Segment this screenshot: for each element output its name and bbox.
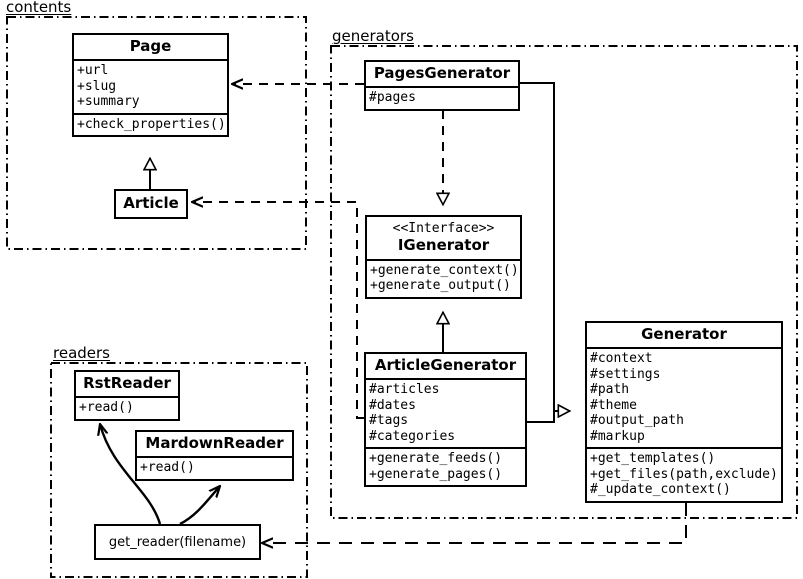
- class-methods-generator: +get_templates() +get_files(path,exclude…: [587, 447, 781, 501]
- method-generate-output: +generate_output(): [370, 278, 511, 294]
- class-name-article-generator: ArticleGenerator: [374, 356, 517, 374]
- class-name-igenerator: IGenerator: [397, 235, 490, 254]
- class-methods-page: +check_properties(): [74, 112, 227, 136]
- class-name-rst-reader: RstReader: [83, 374, 171, 392]
- class-box-page[interactable]: Page +url +slug +summary +check_properti…: [72, 33, 229, 138]
- relationship-generator-depends-get-reader: [262, 503, 687, 543]
- class-attributes-article-generator: #articles #dates #tags #categories: [366, 378, 525, 447]
- attribute-markup: #markup: [590, 428, 645, 444]
- attribute-dates: #dates: [369, 397, 416, 413]
- package-label-generators: generators: [330, 27, 416, 45]
- class-stereotype-igenerator: <<Interface>>: [392, 221, 495, 236]
- class-name-generator: Generator: [641, 325, 727, 343]
- attribute-summary: +summary: [77, 94, 140, 110]
- method-read-rst: +read(): [79, 400, 134, 416]
- function-name-get-reader: get_reader(filename): [108, 534, 247, 550]
- class-attributes-generator: #context #settings #path #theme #output_…: [587, 347, 781, 447]
- method-generate-context: +generate_context(): [370, 262, 519, 278]
- relationship-articlegenerator-depends-article: [192, 202, 364, 419]
- class-box-article[interactable]: Article: [114, 189, 188, 220]
- attribute-url: +url: [77, 63, 109, 79]
- attribute-tags: #tags: [369, 413, 409, 429]
- class-attributes-pages-generator: #pages: [366, 86, 518, 109]
- method-generate-feeds: +generate_feeds(): [369, 451, 503, 467]
- class-header-igenerator: <<Interface>> IGenerator: [367, 217, 520, 259]
- class-methods-mardown-reader: +read(): [137, 456, 292, 479]
- attribute-path: #path: [590, 382, 630, 398]
- class-name-mardown-reader: MardownReader: [145, 434, 284, 452]
- class-box-generator[interactable]: Generator #context #settings #path #them…: [585, 321, 783, 503]
- class-box-rst-reader[interactable]: RstReader +read(): [74, 370, 180, 421]
- class-box-igenerator[interactable]: <<Interface>> IGenerator +generate_conte…: [365, 215, 522, 299]
- attribute-pages: #pages: [369, 90, 416, 106]
- class-name-article: Article: [123, 194, 179, 212]
- attribute-theme: #theme: [590, 397, 637, 413]
- class-methods-igenerator: +generate_context() +generate_output(): [367, 258, 520, 297]
- function-box-get-reader[interactable]: get_reader(filename): [94, 524, 261, 560]
- method-read-markdown: +read(): [140, 460, 195, 476]
- attribute-context: #context: [590, 351, 653, 367]
- class-box-pages-generator[interactable]: PagesGenerator #pages: [364, 60, 520, 111]
- method-get-files: +get_files(path,exclude): [590, 466, 778, 482]
- method-check-properties: +check_properties(): [77, 116, 226, 132]
- class-methods-rst-reader: +read(): [76, 396, 178, 419]
- method-generate-pages: +generate_pages(): [369, 466, 503, 482]
- attribute-slug: +slug: [77, 78, 117, 94]
- attribute-output-path: #output_path: [590, 413, 684, 429]
- relationship-pagesgenerator-inherits-generator: [520, 82, 570, 411]
- class-methods-article-generator: +generate_feeds() +generate_pages(): [366, 447, 525, 485]
- method-update-context: #_update_context(): [590, 482, 731, 498]
- class-box-article-generator[interactable]: ArticleGenerator #articles #dates #tags …: [364, 352, 527, 488]
- relationship-get-reader-returns-mardownreader: [179, 486, 220, 526]
- class-name-pages-generator: PagesGenerator: [373, 64, 511, 82]
- relationship-articlegenerator-inherits-generator: [527, 411, 555, 423]
- attribute-categories: #categories: [369, 428, 456, 444]
- class-attributes-page: +url +slug +summary: [74, 59, 227, 113]
- class-box-mardown-reader[interactable]: MardownReader +read(): [135, 430, 294, 481]
- attribute-articles: #articles: [369, 382, 440, 398]
- package-label-readers: readers: [51, 344, 112, 362]
- attribute-settings: #settings: [590, 366, 661, 382]
- class-name-page: Page: [129, 37, 172, 55]
- method-get-templates: +get_templates(): [590, 451, 716, 467]
- package-label-contents: contents: [4, 0, 74, 16]
